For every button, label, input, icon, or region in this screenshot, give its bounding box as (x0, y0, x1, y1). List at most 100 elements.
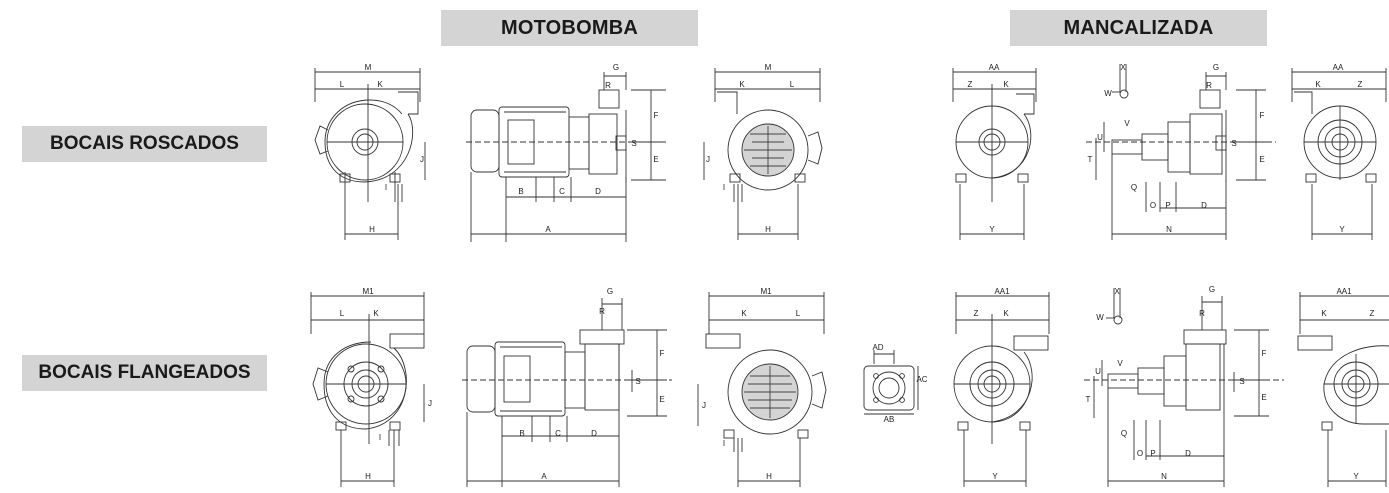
drawing-motobomba-roscado-side: G R F S E B C D A (466, 63, 666, 242)
dim-label: B (519, 429, 524, 438)
drawing-motobomba-roscado-front: M L K J I H (314, 63, 426, 240)
dim-label: I (385, 183, 387, 192)
dim-label: AD (872, 343, 883, 352)
dim-label: I (723, 439, 725, 448)
dim-label: O (1137, 449, 1143, 458)
dim-label: S (1239, 377, 1244, 386)
dim-label: P (1165, 201, 1170, 210)
dim-label: Z (1370, 309, 1375, 318)
row-label-bocais-roscados: BOCAIS ROSCADOS (22, 126, 267, 162)
drawing-motobomba-flangeado-front: M1 L K J I H (310, 287, 432, 487)
dim-label: V (1117, 359, 1123, 368)
dim-label: T (1086, 395, 1091, 404)
dim-label: AB (884, 415, 895, 424)
dim-label: AA1 (994, 287, 1010, 296)
dim-label: K (739, 80, 745, 89)
dim-label: F (1260, 111, 1265, 120)
dim-label: Q (1131, 183, 1137, 192)
dim-label: R (599, 307, 605, 316)
dim-label: V (1124, 119, 1130, 128)
dim-label: Y (1353, 472, 1359, 481)
dim-label: U (1095, 367, 1101, 376)
dim-label: E (653, 155, 658, 164)
dim-label: AA (1333, 63, 1344, 72)
dim-label: T (1088, 155, 1093, 164)
dim-label: R (1199, 309, 1205, 318)
dim-label: H (766, 472, 772, 481)
dim-label: B (518, 187, 523, 196)
dim-label: F (654, 111, 659, 120)
dim-label: W (1104, 89, 1112, 98)
dim-label: D (595, 187, 601, 196)
dim-label: M (765, 63, 772, 72)
dim-label: X (1114, 287, 1120, 296)
dim-label: N (1166, 225, 1172, 234)
dim-label: N (1161, 472, 1167, 481)
dim-label: G (1213, 63, 1219, 72)
drawing-motobomba-flangeado-side: G R F S E B C D A (462, 287, 672, 487)
dim-label: D (591, 429, 597, 438)
dim-label: I (379, 433, 381, 442)
dim-label: G (1209, 285, 1215, 294)
dim-label: K (741, 309, 747, 318)
dim-label: D (1185, 449, 1191, 458)
drawing-mancalizada-roscado-rear: AA K Z Y (1291, 63, 1387, 240)
dim-label: E (659, 395, 664, 404)
drawing-motobomba-flangeado-rear: M1 K L J I H (697, 287, 827, 487)
dim-label: K (1003, 309, 1009, 318)
dim-label: J (420, 155, 424, 164)
dim-label: U (1097, 133, 1103, 142)
dim-label: AA1 (1336, 287, 1352, 296)
dim-label: A (541, 472, 547, 481)
dim-label: S (631, 139, 636, 148)
dim-label: D (1201, 201, 1207, 210)
dim-label: Y (992, 472, 998, 481)
dim-label: F (660, 349, 665, 358)
dim-label: L (340, 309, 345, 318)
row-label-bocais-flangeados: BOCAIS FLANGEADOS (22, 355, 267, 391)
dim-label: C (555, 429, 561, 438)
drawing-mancalizada-roscado-front: AA Z K Y (952, 63, 1037, 240)
dim-label: L (796, 309, 801, 318)
header-motobomba: MOTOBOMBA (441, 10, 698, 46)
dim-label: Y (989, 225, 995, 234)
dim-label: K (1315, 80, 1321, 89)
dim-label: J (706, 155, 710, 164)
dim-label: W (1096, 313, 1104, 322)
dim-label: X (1120, 63, 1126, 72)
drawing-flange-detail: AD AC AB (863, 343, 928, 424)
dim-label: M1 (760, 287, 772, 296)
dim-label: G (607, 287, 613, 296)
dim-label: S (1231, 139, 1236, 148)
dim-label: H (765, 225, 771, 234)
dim-label: J (428, 399, 432, 408)
dim-label: C (559, 187, 565, 196)
drawing-mancalizada-flangeado-rear: AA1 K Z Y (1297, 287, 1389, 487)
dim-label: H (365, 472, 371, 481)
dim-label: M (365, 63, 372, 72)
dim-label: K (1003, 80, 1009, 89)
dim-label: Y (1339, 225, 1345, 234)
dim-label: F (1262, 349, 1267, 358)
dim-label: Z (968, 80, 973, 89)
dim-label: K (373, 309, 379, 318)
dim-label: L (340, 80, 345, 89)
dim-label: L (790, 80, 795, 89)
dim-label: A (545, 225, 551, 234)
dim-label: Z (974, 309, 979, 318)
dim-label: AC (916, 375, 927, 384)
dim-label: P (1150, 449, 1155, 458)
drawing-mancalizada-flangeado-front: AA1 Z K Y (953, 287, 1050, 487)
dim-label: E (1261, 393, 1266, 402)
dim-label: Z (1358, 80, 1363, 89)
drawing-motobomba-roscado-rear: M K L J I H (703, 63, 823, 240)
dim-label: Q (1121, 429, 1127, 438)
dim-label: E (1259, 155, 1264, 164)
dim-label: K (1321, 309, 1327, 318)
dim-label: AA (989, 63, 1000, 72)
dim-label: S (635, 377, 640, 386)
dim-label: R (605, 81, 611, 90)
dim-label: R (1206, 81, 1212, 90)
dim-label: H (369, 225, 375, 234)
dim-label: O (1150, 201, 1156, 210)
